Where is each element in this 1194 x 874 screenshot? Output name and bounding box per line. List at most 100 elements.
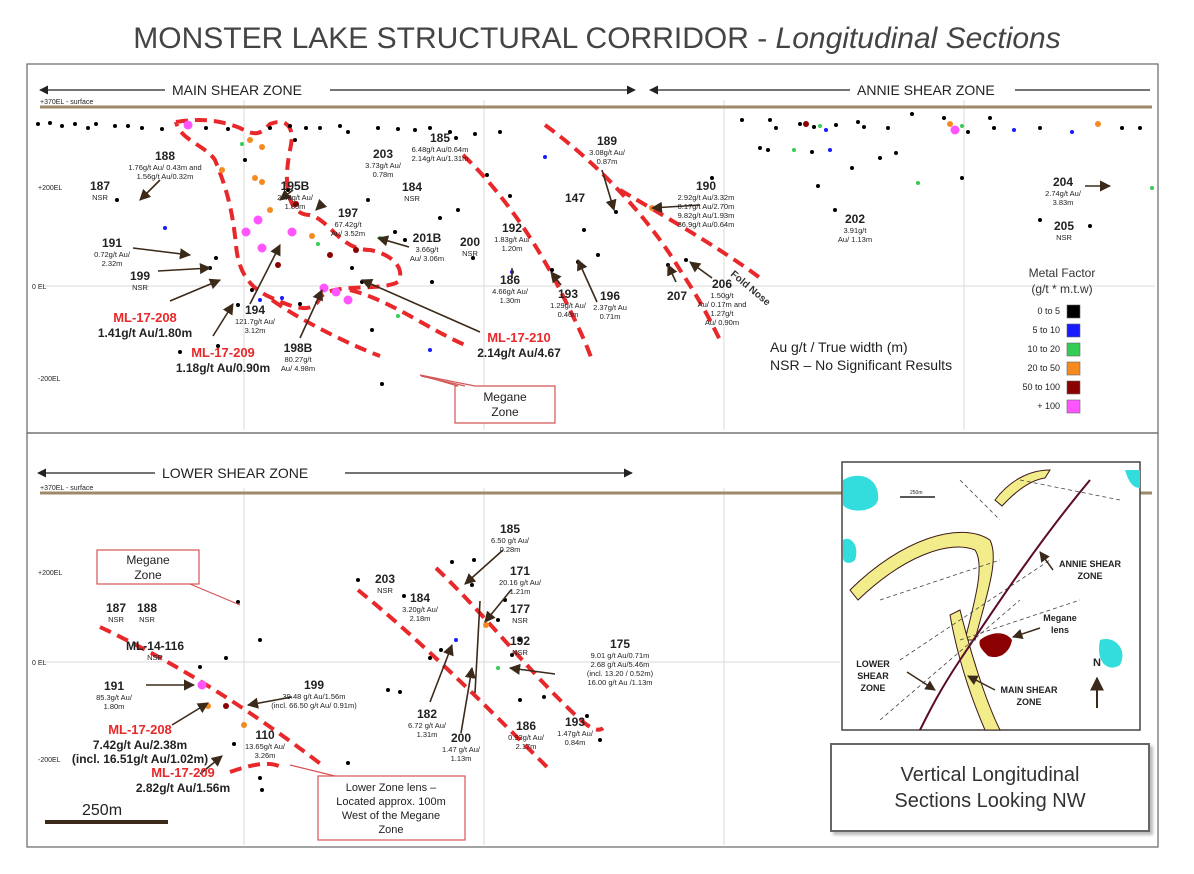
lower-lens-callout: Lower Zone lens – Located approx. 100m W…	[289, 764, 466, 841]
intercept-dot	[73, 122, 77, 126]
intercept-dot	[988, 116, 992, 120]
hole-id-205: 205	[1054, 219, 1074, 233]
hole-result-190-0: 2.92g/t Au/3.32m	[678, 193, 735, 202]
intercept-dot	[508, 194, 512, 198]
legend-label-1: 5 to 10	[1032, 325, 1060, 335]
legend-title-1: Metal Factor	[1029, 266, 1096, 280]
page-title: MONSTER LAKE STRUCTURAL CORRIDOR - Longi…	[0, 22, 1194, 56]
intercept-dot	[684, 258, 688, 262]
bottom-megane-line1: Megane	[126, 553, 170, 567]
hole-id-187: 187	[90, 179, 110, 193]
intercept-dot	[428, 348, 432, 352]
intercept-dot	[1088, 224, 1092, 228]
intercept-dot	[331, 287, 341, 297]
intercept-dot	[236, 600, 240, 604]
grid-lines	[40, 100, 1155, 845]
hole-result-195B-0: 2.48g/t Au/	[277, 193, 314, 202]
intercept-dot	[942, 116, 946, 120]
hole-result-200-1: 1.13m	[451, 754, 472, 763]
intercept-dot	[204, 126, 208, 130]
inset-megane-2: lens	[1051, 625, 1069, 635]
hole-id-182: 182	[417, 707, 437, 721]
hole-id-190: 190	[696, 179, 716, 193]
inset-lake-2	[843, 538, 857, 563]
intercept-dot	[366, 198, 370, 202]
intercept-dot	[543, 155, 547, 159]
intercept-dot	[894, 151, 898, 155]
inset-yellow-band-3	[994, 469, 1051, 507]
lower-shear-zone-label: LOWER SHEAR ZONE	[162, 465, 308, 481]
intercept-dot	[86, 126, 90, 130]
hole-id-187: 187	[106, 601, 126, 615]
hole-result-188-0: NSR	[139, 615, 155, 624]
intercept-dot	[309, 233, 315, 239]
intercept-dot	[396, 314, 400, 318]
hole-result-201B-0: 3.66g/t	[416, 245, 440, 254]
hole-id-ML-17-209: ML-17-209	[151, 765, 215, 780]
legend-label-0: 0 to 5	[1037, 306, 1060, 316]
bottom-elm200-label: -200EL	[38, 757, 61, 764]
top-drill-intercepts	[36, 112, 1154, 386]
hole-result-171-0: 20.16 g/t Au/	[499, 578, 542, 587]
intercept-dot	[758, 146, 762, 150]
hole-id-204: 204	[1053, 175, 1073, 189]
intercept-dot	[518, 698, 522, 702]
hole-id-192: 192	[510, 634, 530, 648]
hole-id-203: 203	[375, 572, 395, 586]
inset-main-2: ZONE	[1016, 697, 1041, 707]
intercept-dot	[992, 126, 996, 130]
intercept-dot	[258, 776, 262, 780]
intercept-dot	[183, 120, 193, 130]
hole-id-185: 185	[430, 131, 450, 145]
hole-result-185-0: 6.48g/t Au/0.64m	[412, 145, 469, 154]
intercept-dot	[253, 215, 263, 225]
hole-result-206-1: Au/ 0.17m and	[698, 300, 747, 309]
intercept-dot	[810, 150, 814, 154]
hole-result-ML-17-208-0: 7.42g/t Au/2.38m	[93, 738, 187, 752]
intercept-dot	[346, 130, 350, 134]
legend-label-2: 10 to 20	[1027, 344, 1060, 354]
intercept-dot	[241, 722, 247, 728]
hole-id-203: 203	[373, 147, 393, 161]
hole-result-198B-1: Au/ 4.98m	[281, 364, 315, 373]
intercept-dot	[816, 184, 820, 188]
intercept-dot	[304, 126, 308, 130]
hole-result-195B-1: 1.80m	[285, 202, 306, 211]
hole-result-193-1: 0.46m	[558, 310, 579, 319]
hole-result-192-1: 1.20m	[502, 244, 523, 253]
hole-result-175-0: 9.01 g/t Au/0.71m	[591, 651, 650, 660]
hole-result-184-0: 3.20g/t Au/	[402, 605, 439, 614]
intercept-dot	[275, 262, 281, 268]
inset-caption-line2: Sections Looking NW	[894, 789, 1086, 812]
intercept-dot	[438, 216, 442, 220]
hole-result-110-1: 3.26m	[255, 751, 276, 760]
intercept-dot	[223, 703, 229, 709]
intercept-dot	[398, 690, 402, 694]
intercept-dot	[386, 688, 390, 692]
intercept-dot	[470, 583, 474, 587]
intercept-dot	[598, 738, 602, 742]
bottom-el200-label: +200EL	[38, 570, 62, 577]
hole-id-200: 200	[460, 235, 480, 249]
intercept-dot	[280, 296, 284, 300]
intercept-dot	[94, 122, 98, 126]
hole-result-205-0: NSR	[1056, 233, 1072, 242]
top-leader-arrows	[132, 169, 1112, 339]
intercept-dot	[126, 124, 130, 128]
intercept-dot	[862, 125, 866, 129]
hole-id-ML-17-208: ML-17-208	[113, 310, 177, 325]
intercept-dot	[240, 142, 244, 146]
hole-id-194: 194	[245, 303, 265, 317]
hole-result-192-0: NSR	[512, 648, 528, 657]
legend-swatch-0	[1066, 304, 1081, 319]
inset-caption-line1: Vertical Longitudinal	[900, 763, 1080, 786]
hole-result-194-1: 3.12m	[245, 326, 266, 335]
hole-id-200: 200	[451, 731, 471, 745]
intercept-dot	[430, 280, 434, 284]
top-el0-label: 0 EL	[32, 284, 47, 291]
hole-id-193: 193	[565, 715, 585, 729]
lower-lens-line1: Lower Zone lens –	[346, 782, 437, 794]
